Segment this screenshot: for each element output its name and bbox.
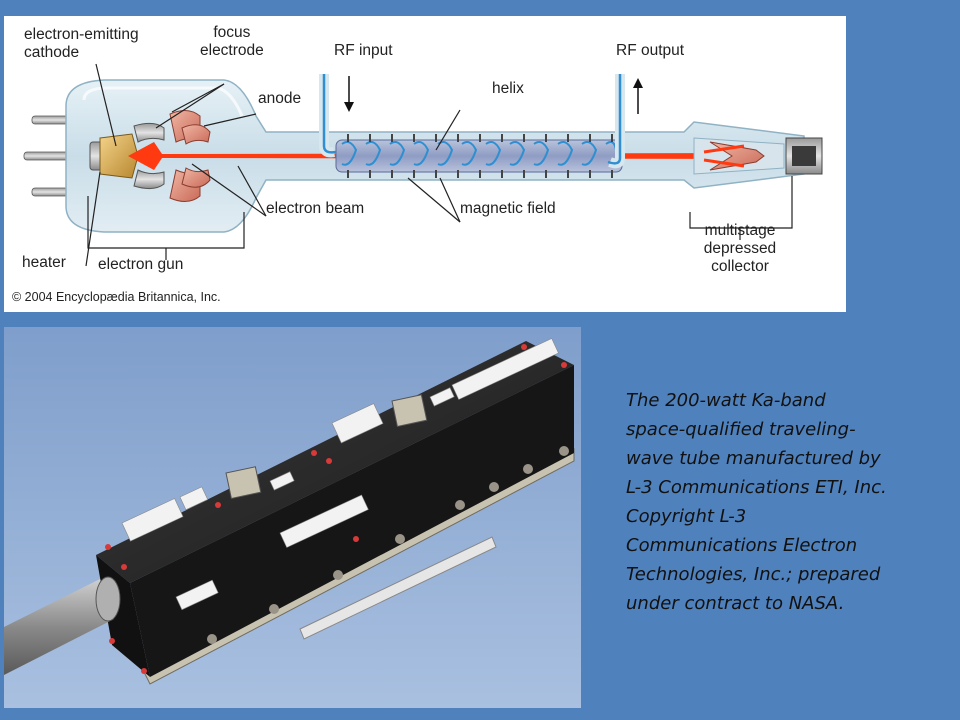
rf-feeds <box>319 74 643 169</box>
label-rf-input: RF input <box>334 42 393 59</box>
helix-turns <box>341 141 617 166</box>
label-magnetic-field: magnetic field <box>460 200 556 217</box>
label-helix: helix <box>492 80 524 97</box>
twt-photo-illustration <box>4 327 581 708</box>
photo-caption: The 200-watt Ka-band space-qualified tra… <box>626 390 887 614</box>
copyright-notice: © 2004 Encyclopædia Britannica, Inc. <box>12 290 221 304</box>
label-electron-beam: electron beam <box>266 200 365 217</box>
electron-gun-parts <box>89 110 211 202</box>
twt-photo <box>4 327 581 708</box>
magnetic-field-ticks <box>347 134 613 178</box>
label-heater: heater <box>22 254 66 271</box>
twt-housing-top <box>96 341 574 583</box>
twt-diagram-illustration <box>23 63 823 267</box>
leader-lines <box>85 63 793 267</box>
cable <box>4 579 114 675</box>
helix-coil <box>335 139 623 173</box>
collector-parts <box>693 137 823 175</box>
label-anode: anode <box>258 90 302 107</box>
label-electron-gun: electron gun <box>98 256 184 273</box>
label-rf-output: RF output <box>616 42 685 59</box>
ruler <box>299 536 497 640</box>
tube-pins <box>23 115 73 197</box>
